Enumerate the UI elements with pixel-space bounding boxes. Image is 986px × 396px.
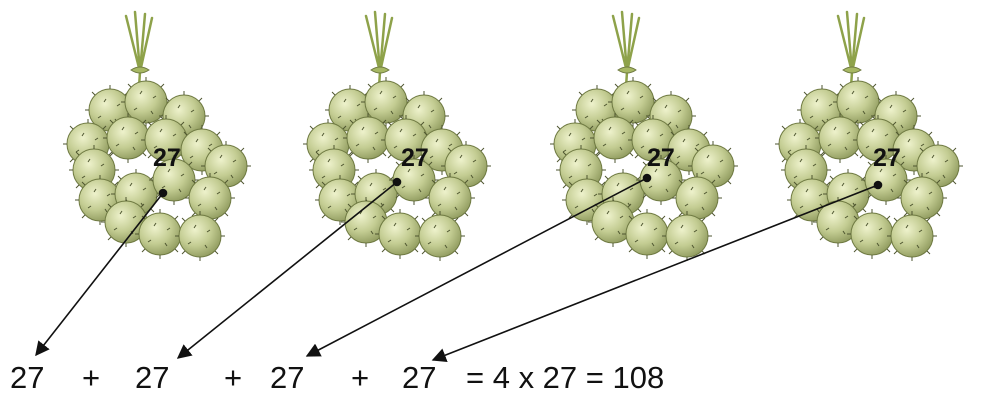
plus-sign-1: + xyxy=(82,360,101,395)
bunch-label-3: 27 xyxy=(647,144,675,172)
rambutan-bunch-icon xyxy=(550,12,738,261)
equation-result: = 4 x 27 = 108 xyxy=(466,360,665,395)
rambutan-bunch-2 xyxy=(303,12,491,261)
rambutan-bunch-icon xyxy=(775,12,963,261)
bunch-label-2: 27 xyxy=(401,144,429,172)
rambutan-bunch-icon xyxy=(63,12,251,261)
plus-sign-2: + xyxy=(224,360,243,395)
arrow-3 xyxy=(305,177,648,357)
bunch-label-4: 27 xyxy=(873,144,901,172)
rambutan-bunch-4 xyxy=(775,12,963,261)
rambutan-bunch-icon xyxy=(303,12,491,261)
equation-term-3: 27 xyxy=(270,360,305,395)
equation-term-2: 27 xyxy=(135,360,170,395)
arrow-2 xyxy=(176,181,398,359)
equation-term-1: 27 xyxy=(10,360,45,395)
rambutan-bunch-1 xyxy=(63,12,251,261)
arrow-4 xyxy=(431,184,879,362)
rambutan-bunch-3 xyxy=(550,12,738,261)
arrow-1 xyxy=(35,192,164,357)
plus-sign-3: + xyxy=(351,360,370,395)
bunch-label-1: 27 xyxy=(153,144,181,172)
equation-term-4: 27 xyxy=(402,360,437,395)
